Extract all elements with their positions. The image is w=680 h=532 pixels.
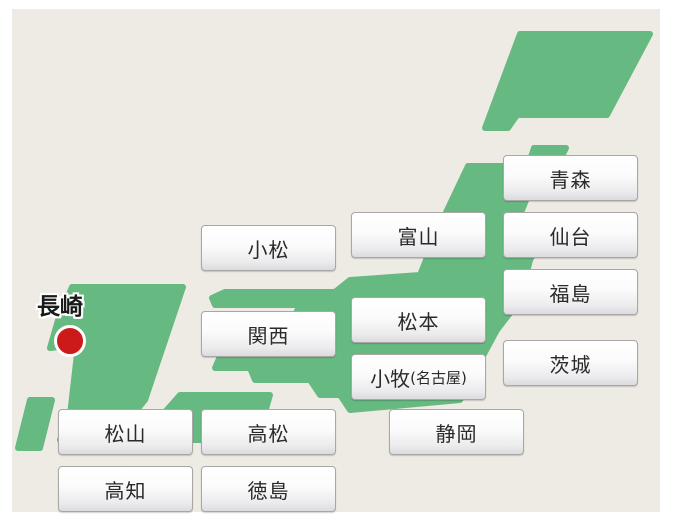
destination-label: 小牧	[370, 366, 411, 391]
destination-label: 小松	[247, 237, 290, 262]
destination-button-kansai[interactable]: 関西	[201, 311, 336, 357]
origin-marker-icon	[54, 325, 86, 357]
island-shape	[15, 397, 55, 451]
destination-label: 茨城	[549, 352, 592, 377]
destination-label: 高知	[104, 478, 147, 503]
destination-label: 仙台	[549, 224, 592, 249]
destination-button-sendai[interactable]: 仙台	[503, 212, 638, 258]
destination-button-tokushima[interactable]: 徳島	[201, 466, 336, 512]
destination-label: 高松	[247, 421, 290, 446]
destination-button-matsumoto[interactable]: 松本	[351, 297, 486, 343]
destination-label: 関西	[247, 323, 290, 348]
destination-label: 松本	[397, 309, 440, 334]
destination-button-kochi[interactable]: 高知	[58, 466, 193, 512]
destination-label: 富山	[397, 224, 440, 249]
destination-button-komatsu[interactable]: 小松	[201, 225, 336, 271]
destination-label: 青森	[549, 167, 592, 192]
destination-label: 静岡	[435, 421, 478, 446]
destination-button-matsuyama[interactable]: 松山	[58, 409, 193, 455]
destination-sublabel: (名古屋)	[410, 368, 467, 387]
destination-button-shizuoka[interactable]: 静岡	[389, 409, 524, 455]
destination-button-ibaraki[interactable]: 茨城	[503, 340, 638, 386]
destination-label: 福島	[549, 281, 592, 306]
destination-label: 徳島	[247, 478, 290, 503]
hokkaido-shape	[482, 31, 653, 131]
destination-button-komaki[interactable]: 小牧(名古屋)	[351, 354, 486, 400]
destination-label: 松山	[104, 421, 147, 446]
destination-button-takamatsu[interactable]: 高松	[201, 409, 336, 455]
origin-label: 長崎	[37, 294, 83, 320]
destination-button-aomori[interactable]: 青森	[503, 155, 638, 201]
destination-button-fukushima[interactable]: 福島	[503, 269, 638, 315]
destination-button-toyama[interactable]: 富山	[351, 212, 486, 258]
